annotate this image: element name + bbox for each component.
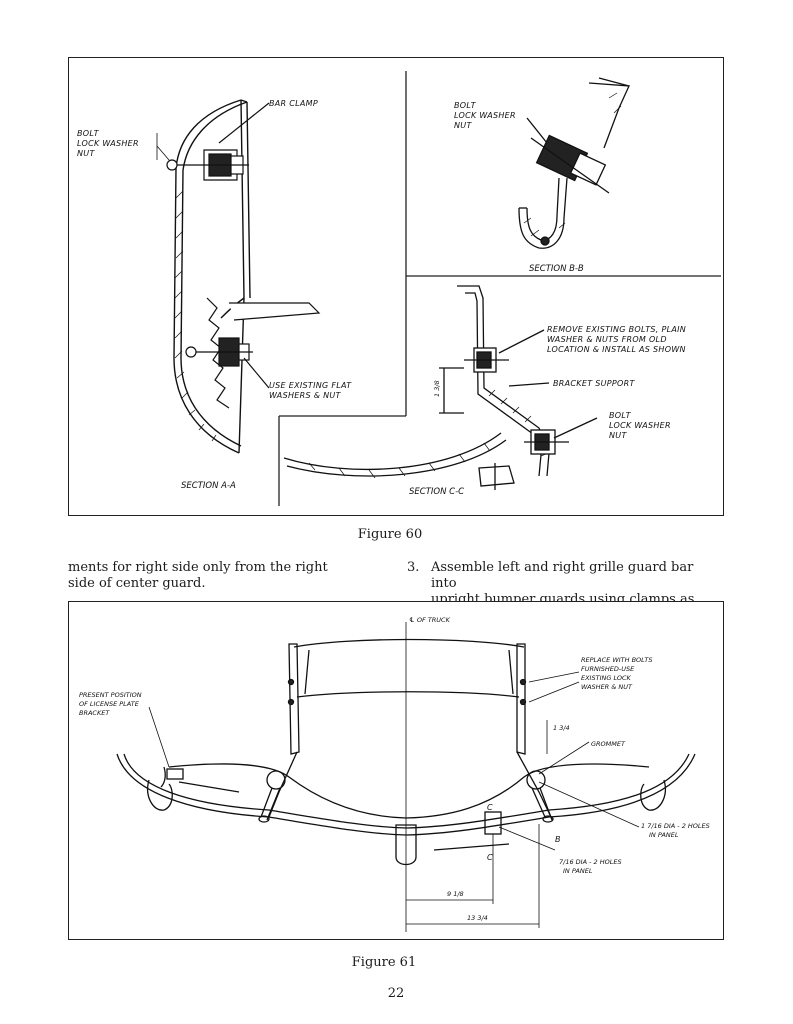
callout-a-bolt: BOLT (77, 129, 100, 138)
step-3-number: 3. (407, 560, 420, 575)
dimension-c: 1 3/8 (433, 380, 441, 397)
figure-60-svg: BAR CLAMP BOLT LOCK WASHER NUT USE EXIST… (77, 71, 721, 506)
section-c-label: SECTION C-C (409, 487, 464, 497)
section-a-lower-clamp (185, 297, 321, 409)
dimension-mid: 9 1/8 (447, 890, 464, 898)
figure-60-drawing: BAR CLAMP BOLT LOCK WASHER NUT USE EXIST… (68, 57, 724, 516)
callout-holes-1b: IN PANEL (649, 831, 679, 839)
callout-holes-2a: 7/16 DIA - 2 HOLES (559, 858, 622, 866)
left-line-2: side of center guard. (68, 576, 206, 591)
callout-holes-1a: 1 7/16 DIA - 2 HOLES (641, 822, 710, 830)
callout-holes-2b: IN PANEL (563, 867, 593, 875)
callout-c-bracket-support: BRACKET SUPPORT (553, 379, 635, 388)
step-3-line-1: Assemble left and right grille guard bar… (431, 560, 694, 591)
callout-c-lock-washer: LOCK WASHER (609, 421, 671, 430)
callout-grommet: GROMMET (591, 740, 626, 748)
figure-61-caption: Figure 61 (351, 955, 417, 970)
callout-present-2: OF LICENSE PLATE (79, 700, 140, 708)
figure-60-caption: Figure 60 (357, 527, 423, 542)
dimension-wide: 13 3/4 (467, 914, 488, 922)
callout-b-bolt: BOLT (454, 101, 477, 110)
section-a-guard (173, 99, 251, 454)
callout-b-lock-washer: LOCK WASHER (454, 111, 516, 120)
callout-a-existing-flat: USE EXISTING FLAT (269, 381, 352, 390)
callout-c-remove-3: LOCATION & INSTALL AS SHOWN (547, 345, 686, 354)
body-text-left: ments for right side only from the right… (68, 560, 360, 592)
left-line-1-text: ments for right side only from the right (68, 560, 328, 575)
callout-present-3: BRACKET (79, 709, 110, 717)
callout-c-top: C (487, 803, 493, 812)
callout-a-washers-nut: WASHERS & NUT (269, 391, 342, 400)
section-a-bar-clamp (166, 102, 270, 181)
callout-truck-center: ℄ OF TRUCK (409, 616, 451, 624)
page-number: 22 (387, 986, 405, 1001)
callout-replace-3: EXISTING LOCK (581, 674, 632, 682)
section-b-bracket (518, 77, 630, 249)
callout-b: B (555, 835, 561, 844)
figure-61-svg: ℄ OF TRUCK REPLACE WITH BOLTS FURNISHED-… (79, 616, 710, 932)
callout-replace-4: WASHER & NUT (581, 683, 633, 691)
panel-dividers (278, 71, 721, 506)
section-c-bracket (283, 285, 598, 490)
callout-replace-2: FURNISHED-USE (581, 665, 635, 673)
callout-c-remove-2: WASHER & NUTS FROM OLD (547, 335, 667, 344)
callout-c-bolt: BOLT (609, 411, 632, 420)
callout-b-nut: NUT (454, 121, 472, 130)
callout-a-nut: NUT (77, 149, 95, 158)
section-a-label: SECTION A-A (181, 481, 236, 491)
callout-c-bottom: C (487, 853, 493, 862)
callout-present-1: PRESENT POSITION (79, 691, 142, 699)
figure-61-drawing: ℄ OF TRUCK REPLACE WITH BOLTS FURNISHED-… (68, 601, 724, 940)
bumper-assembly (116, 622, 696, 932)
callout-c-remove-1: REMOVE EXISTING BOLTS, PLAIN (547, 325, 686, 334)
left-line-1: ments for right side only from the right (68, 560, 360, 576)
dimension-small: 1 3/4 (553, 724, 570, 732)
callout-c-nut: NUT (609, 431, 627, 440)
callout-replace-1: REPLACE WITH BOLTS (581, 656, 652, 664)
callout-a-bar-clamp: BAR CLAMP (269, 99, 318, 108)
callout-a-lock-washer: LOCK WASHER (77, 139, 139, 148)
section-b-label: SECTION B-B (529, 264, 584, 274)
